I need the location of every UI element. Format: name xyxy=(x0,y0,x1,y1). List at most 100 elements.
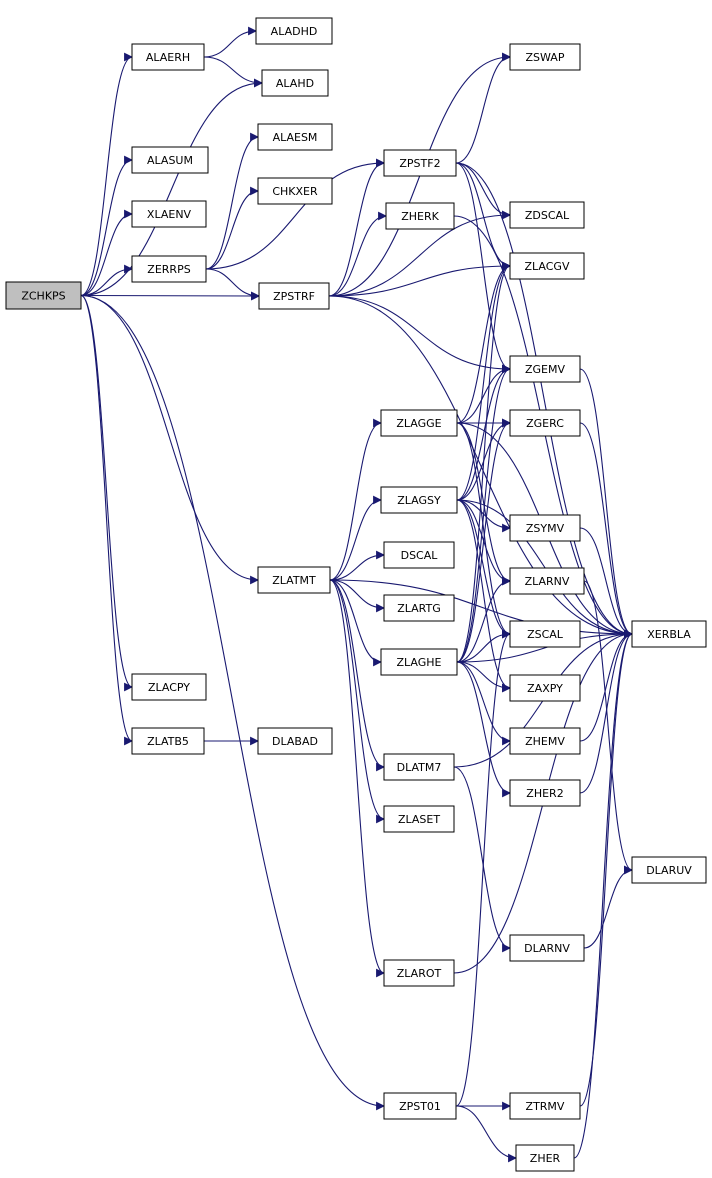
edge-zpstf2-to-zswap xyxy=(455,52,511,164)
node-label: ZSWAP xyxy=(526,51,565,64)
edge-zlatmt-to-zlarot xyxy=(329,579,385,978)
node-zchkps[interactable]: ZCHKPS xyxy=(5,281,82,310)
node-box xyxy=(131,673,207,701)
node-box xyxy=(257,177,333,205)
node-zlatmt[interactable]: ZLATMT xyxy=(257,566,331,594)
node-box xyxy=(258,282,330,310)
edge-zchkps-to-alasum xyxy=(80,155,133,297)
node-zpstf2[interactable]: ZPSTF2 xyxy=(383,149,457,177)
node-label: ZLACPY xyxy=(148,681,190,694)
node-zsymv[interactable]: ZSYMV xyxy=(509,514,581,542)
edge-zher-to-xerbla xyxy=(573,629,633,1159)
node-zlacpy[interactable]: ZLACPY xyxy=(131,673,207,701)
node-box xyxy=(131,43,205,71)
node-zswap[interactable]: ZSWAP xyxy=(509,43,581,71)
edge-zlaghe-to-zgerc xyxy=(456,418,511,663)
edge-zher2-to-xerbla xyxy=(579,629,633,794)
node-aladhd[interactable]: ALADHD xyxy=(255,17,333,45)
node-alahd[interactable]: ALAHD xyxy=(261,69,329,97)
node-dlabad[interactable]: DLABAD xyxy=(257,727,333,755)
node-label: ZHER2 xyxy=(526,787,563,800)
node-zher2[interactable]: ZHER2 xyxy=(509,779,581,807)
node-zgerc[interactable]: ZGERC xyxy=(509,409,581,437)
node-label: ZLAROT xyxy=(397,967,442,980)
edge-zlaghe-to-zaxpy xyxy=(456,661,511,693)
edge-zerrps-to-zpstrf xyxy=(205,268,260,301)
edge-zpstrf-to-zlacgv xyxy=(328,261,511,297)
edge-zerrps-to-zpstf2 xyxy=(205,158,385,270)
edge-zpstrf-to-zherk xyxy=(328,211,387,297)
node-dscal[interactable]: DSCAL xyxy=(383,541,455,569)
edge-zerrps-to-alaesm xyxy=(205,132,259,270)
edge-zpstf2-to-zdscal xyxy=(455,162,511,220)
node-zherk[interactable]: ZHERK xyxy=(385,202,455,230)
edge-zpst01-to-zscal xyxy=(455,629,511,1107)
node-box xyxy=(383,753,455,781)
node-dlatm7[interactable]: DLATM7 xyxy=(383,753,455,781)
node-label: ZHEMV xyxy=(525,735,565,748)
node-box xyxy=(631,620,707,648)
node-zlacgv[interactable]: ZLACGV xyxy=(509,252,585,280)
node-label: ZHERK xyxy=(401,210,439,223)
node-alasum[interactable]: ALASUM xyxy=(131,146,209,174)
node-dlaruv[interactable]: DLARUV xyxy=(631,856,707,884)
edge-zpstrf-to-xerbla xyxy=(328,295,633,639)
edge-zlaghe-to-xerbla xyxy=(456,629,633,663)
node-box xyxy=(509,567,585,595)
node-zerrps[interactable]: ZERRPS xyxy=(131,255,207,283)
node-label: ZLATMT xyxy=(272,574,316,587)
edge-zpstrf-to-zdscal xyxy=(328,210,511,297)
node-zher[interactable]: ZHER xyxy=(515,1144,575,1172)
node-label: DSCAL xyxy=(401,549,439,562)
node-zgemv[interactable]: ZGEMV xyxy=(509,355,581,383)
node-zpstrf[interactable]: ZPSTRF xyxy=(258,282,330,310)
edge-zlagsy-to-zgemv xyxy=(456,364,511,501)
node-zlaset[interactable]: ZLASET xyxy=(383,805,455,833)
edge-zpstf2-to-zgemv xyxy=(455,162,511,374)
node-zlatb5[interactable]: ZLATB5 xyxy=(131,727,205,755)
edge-zlagsy-to-zlacgv xyxy=(456,261,511,501)
node-zlarnv[interactable]: ZLARNV xyxy=(509,567,585,595)
node-alaesm[interactable]: ALAESM xyxy=(257,123,333,151)
node-box xyxy=(509,934,585,962)
node-zaxpy[interactable]: ZAXPY xyxy=(509,674,581,702)
node-xerbla[interactable]: XERBLA xyxy=(631,620,707,648)
node-zdscal[interactable]: ZDSCAL xyxy=(509,201,585,229)
node-ztrmv[interactable]: ZTRMV xyxy=(509,1092,581,1120)
node-box xyxy=(509,43,581,71)
node-label: ZSCAL xyxy=(527,628,564,641)
edge-zpstf2-to-zlacgv xyxy=(455,162,511,271)
node-box xyxy=(131,727,205,755)
node-box xyxy=(257,566,331,594)
node-label: ZTRMV xyxy=(526,1100,565,1113)
node-zscal[interactable]: ZSCAL xyxy=(509,620,581,648)
node-box xyxy=(509,727,581,755)
edge-zpstf2-to-xerbla xyxy=(455,162,633,639)
node-xlaenv[interactable]: XLAENV xyxy=(131,200,207,228)
edge-zlaghe-to-zlacgv xyxy=(456,261,511,663)
node-zlaghe[interactable]: ZLAGHE xyxy=(380,648,458,676)
node-box xyxy=(255,17,333,45)
edge-zlagsy-to-zscal xyxy=(456,499,511,639)
node-zlagsy[interactable]: ZLAGSY xyxy=(380,486,458,514)
edge-zpstrf-to-zpstf2 xyxy=(328,158,385,297)
node-box xyxy=(380,486,458,514)
node-label: DLABAD xyxy=(272,735,318,748)
node-zlarot[interactable]: ZLAROT xyxy=(383,959,455,987)
node-zpst01[interactable]: ZPST01 xyxy=(383,1092,457,1120)
edge-zlaghe-to-zhemv xyxy=(456,661,511,746)
edge-zlatmt-to-zlagge xyxy=(329,418,382,581)
node-alaerh[interactable]: ALAERH xyxy=(131,43,205,71)
node-label: DLARUV xyxy=(646,864,692,877)
node-zhemv[interactable]: ZHEMV xyxy=(509,727,581,755)
node-box xyxy=(631,856,707,884)
edge-zlaghe-to-zlarnv xyxy=(456,576,511,663)
edge-dlarnv-to-dlaruv xyxy=(583,865,633,949)
node-chkxer[interactable]: CHKXER xyxy=(257,177,333,205)
node-zlagge[interactable]: ZLAGGE xyxy=(380,409,458,437)
node-zlartg[interactable]: ZLARTG xyxy=(383,594,455,622)
node-box xyxy=(131,146,209,174)
node-dlarnv[interactable]: DLARNV xyxy=(509,934,585,962)
node-label: ZLAGGE xyxy=(396,417,441,430)
